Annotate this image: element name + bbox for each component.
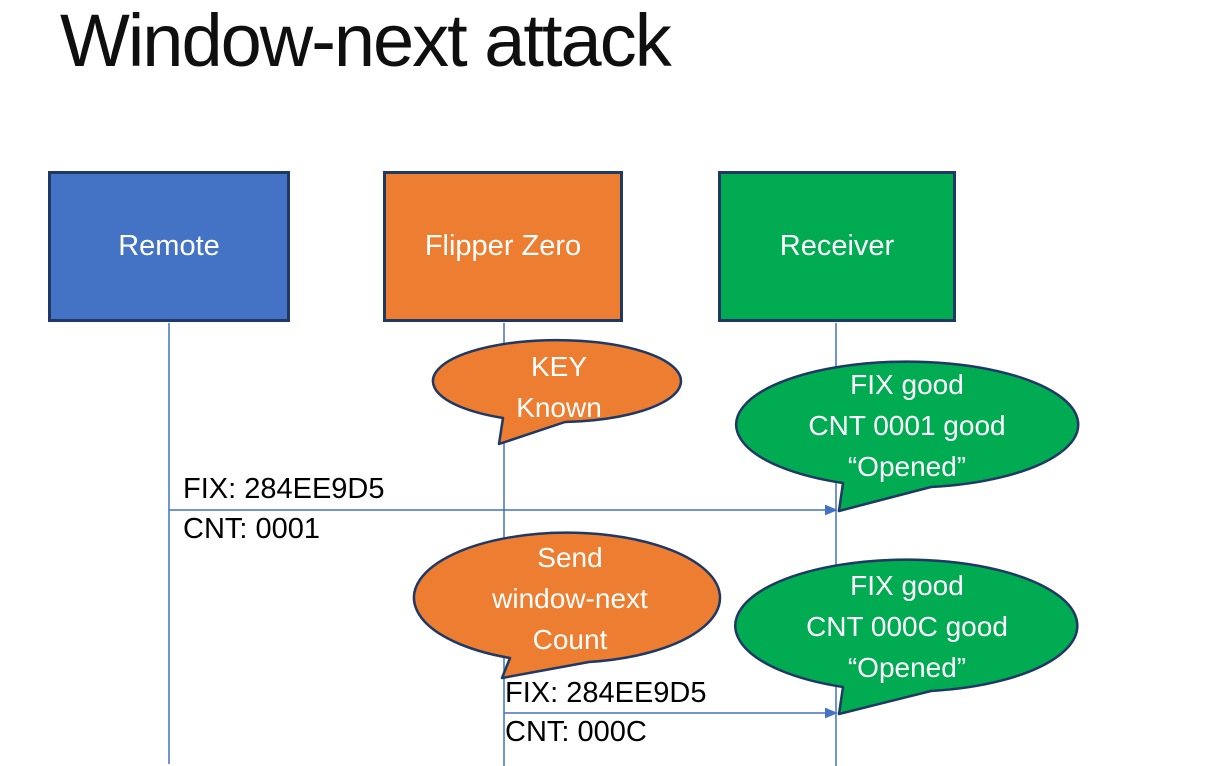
message-2-fix-label: FIX: 284EE9D5	[505, 677, 707, 709]
callout-text-send-window-next: Send window-next Count	[420, 537, 720, 660]
callout-line: Send	[537, 542, 603, 573]
actor-box-receiver: Receiver	[718, 171, 956, 322]
callout-line: “Opened”	[847, 451, 967, 482]
message-arrow-1-arrowhead-icon	[825, 504, 838, 516]
actor-label-remote: Remote	[118, 230, 220, 262]
speech-bubble-send-window-next	[412, 531, 722, 680]
message-2-cnt-label: CNT: 000C	[505, 716, 647, 748]
callout-line: Known	[516, 392, 602, 423]
callout-text-cnt-000c-good: FIX good CNT 000C good “Opened”	[737, 565, 1077, 688]
page-title: Window-next attack	[60, 0, 672, 82]
callout-line: KEY	[530, 351, 588, 382]
callout-line: “Opened”	[847, 652, 967, 683]
callout-line: Count	[532, 624, 608, 655]
actor-box-flipper-zero: Flipper Zero	[383, 171, 623, 322]
callout-line: window-next	[492, 583, 648, 614]
actor-label-flipper-zero: Flipper Zero	[424, 230, 582, 262]
message-1-fix-label: FIX: 284EE9D5	[183, 473, 385, 505]
speech-bubble-cnt-0001-good	[734, 360, 1080, 513]
callout-line: CNT 0001 good	[808, 410, 1006, 441]
message-arrow-2-arrowhead-icon	[825, 707, 838, 719]
actor-label-receiver: Receiver	[779, 230, 895, 262]
speech-bubble-key-known	[431, 338, 683, 446]
actor-box-remote: Remote	[48, 171, 290, 322]
callout-text-cnt-0001-good: FIX good CNT 0001 good “Opened”	[737, 364, 1077, 487]
speech-bubble-cnt-000c-good	[734, 558, 1079, 716]
callout-line: FIX good	[850, 570, 964, 601]
callout-text-key-known: KEY Known	[435, 346, 683, 428]
message-1-cnt-label: CNT: 0001	[183, 513, 321, 545]
callout-line: CNT 000C good	[806, 611, 1008, 642]
callout-line: FIX good	[850, 369, 964, 400]
